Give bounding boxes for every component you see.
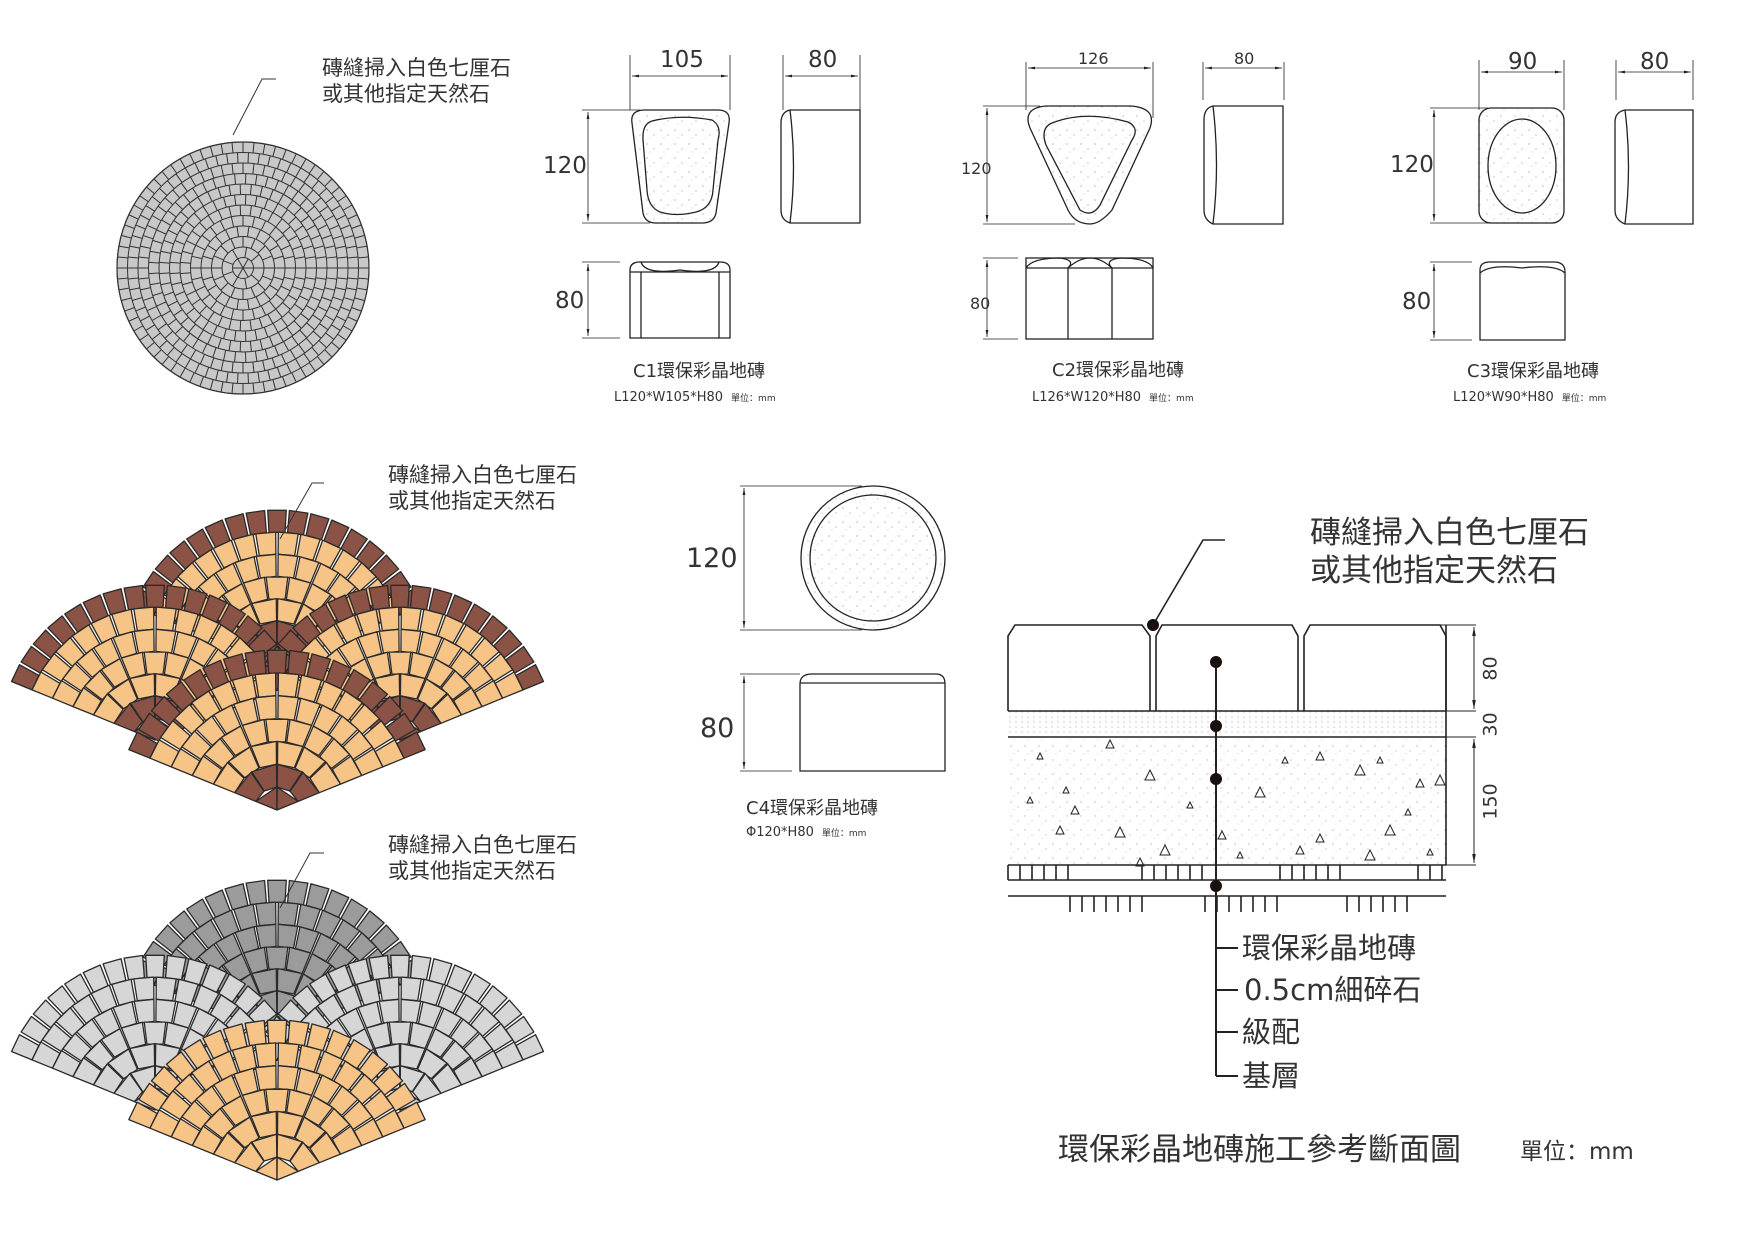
c4-diameter-dim: 120 bbox=[686, 543, 738, 574]
c3-drawing bbox=[1430, 60, 1694, 341]
section-dim-paver: 80 bbox=[1479, 655, 1502, 681]
c3-width-dim: 90 bbox=[1508, 49, 1538, 75]
c1-length-dim: 120 bbox=[543, 153, 587, 179]
fan-paving-pattern-grey bbox=[10, 879, 545, 1181]
section-title: 環保彩晶地磚施工參考斷面圖 bbox=[1058, 1132, 1461, 1168]
c1-drawing bbox=[582, 55, 861, 339]
c3-name: C3環保彩晶地磚 bbox=[1467, 361, 1600, 382]
c3-length-dim: 120 bbox=[1390, 152, 1434, 178]
section-drawing bbox=[1007, 539, 1476, 1077]
section-unit: 單位：mm bbox=[1520, 1139, 1634, 1165]
section-dim-sand-box: 30 bbox=[1480, 712, 1502, 736]
layer-label-paver: 環保彩晶地磚 bbox=[1242, 931, 1417, 965]
gravel-layer bbox=[1008, 737, 1446, 865]
callout-leader-3 bbox=[279, 852, 324, 909]
callout-line-2: 或其他指定天然石 bbox=[322, 82, 490, 106]
c2-length-dim: 120 bbox=[961, 159, 992, 178]
callout-line-1: 磚縫掃入白色七厘石 bbox=[388, 463, 577, 487]
layer-label-graded-aggregate: 級配 bbox=[1242, 1015, 1301, 1049]
c3-side-dim: 80 bbox=[1640, 49, 1670, 75]
c4-spec: Φ120*H80 單位：mm bbox=[746, 826, 866, 839]
paver-1 bbox=[1007, 624, 1151, 711]
sand-layer bbox=[1008, 711, 1446, 737]
c4-drawing bbox=[740, 485, 946, 772]
c1-height-dim: 80 bbox=[555, 288, 585, 314]
callout-leader-2 bbox=[279, 482, 324, 540]
paver-2 bbox=[1155, 624, 1299, 711]
section-dim-gravel-box: 150 bbox=[1480, 745, 1502, 857]
c2-unit: 單位：mm bbox=[1149, 394, 1194, 404]
c3-spec-text: L120*W90*H80 bbox=[1453, 390, 1554, 405]
section-dim-paver-box: 80 bbox=[1480, 632, 1502, 704]
callout-line-1: 磚縫掃入白色七厘石 bbox=[1310, 515, 1589, 551]
callout-line-2: 或其他指定天然石 bbox=[388, 859, 556, 883]
callout-line-1: 磚縫掃入白色七厘石 bbox=[388, 833, 577, 857]
callout-label-fan-brown: 磚縫掃入白色七厘石 或其他指定天然石 bbox=[388, 462, 577, 514]
c2-height-dim: 80 bbox=[970, 294, 991, 313]
c4-unit: 單位：mm bbox=[821, 829, 867, 839]
c4-spec-text: Φ120*H80 bbox=[746, 825, 814, 840]
c2-width-dim: 126 bbox=[1078, 49, 1109, 68]
section-dim-gravel: 150 bbox=[1479, 782, 1502, 820]
c1-spec: L120*W105*H80 單位：mm bbox=[614, 391, 776, 404]
c2-spec: L126*W120*H80 單位：mm bbox=[1032, 391, 1194, 404]
layer-label-subbase: 基層 bbox=[1242, 1059, 1301, 1093]
callout-line-1: 磚縫掃入白色七厘石 bbox=[322, 56, 511, 80]
c1-name: C1環保彩晶地磚 bbox=[633, 361, 766, 382]
callout-label-circle: 磚縫掃入白色七厘石 或其他指定天然石 bbox=[322, 55, 511, 107]
c4-name: C4環保彩晶地磚 bbox=[746, 798, 879, 819]
c1-width-dim: 105 bbox=[660, 47, 704, 73]
c1-side-dim: 80 bbox=[808, 47, 838, 73]
c3-spec: L120*W90*H80 單位：mm bbox=[1453, 391, 1606, 404]
c4-height-dim: 80 bbox=[700, 713, 735, 744]
section-dim-sand: 30 bbox=[1479, 711, 1502, 737]
c1-unit: 單位：mm bbox=[731, 394, 776, 404]
c2-spec-text: L126*W120*H80 bbox=[1032, 390, 1142, 405]
callout-line-2: 或其他指定天然石 bbox=[388, 489, 556, 513]
c2-name: C2環保彩晶地磚 bbox=[1052, 360, 1185, 381]
paver-3 bbox=[1303, 624, 1447, 711]
c3-height-dim: 80 bbox=[1402, 289, 1432, 315]
c2-side-dim: 80 bbox=[1234, 49, 1255, 68]
fan-paving-pattern-brown bbox=[10, 509, 545, 811]
callout-leader-1 bbox=[232, 78, 276, 136]
callout-label-section: 磚縫掃入白色七厘石 或其他指定天然石 bbox=[1310, 514, 1589, 590]
circle-paving-pattern bbox=[116, 141, 370, 395]
c2-drawing bbox=[983, 62, 1285, 340]
c1-spec-text: L120*W105*H80 bbox=[614, 390, 724, 405]
callout-line-2: 或其他指定天然石 bbox=[1310, 553, 1558, 589]
layer-label-fine-gravel: 0.5cm細碎石 bbox=[1244, 973, 1422, 1007]
c3-unit: 單位：mm bbox=[1561, 394, 1607, 404]
callout-label-fan-grey: 磚縫掃入白色七厘石 或其他指定天然石 bbox=[388, 832, 577, 884]
